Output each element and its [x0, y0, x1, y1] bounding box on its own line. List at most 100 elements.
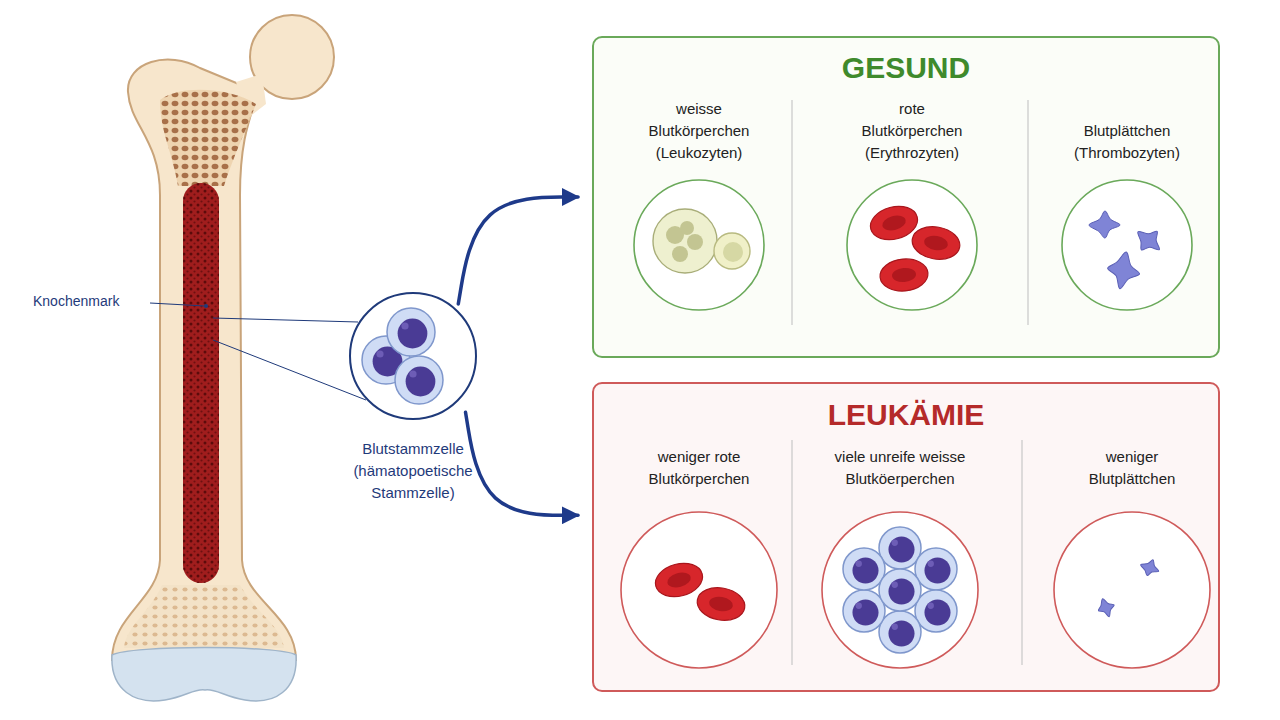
cell-nucleus — [924, 599, 950, 625]
stem-cell-art — [333, 290, 493, 422]
column-text-wrap: weniger Blutplättchen — [1075, 442, 1190, 490]
erythrocyte — [879, 257, 930, 293]
column-text-wrap: rote Blutkörperchen (Erythrozyten) — [847, 94, 977, 164]
blast-cell — [843, 590, 885, 632]
thrombocyte — [1130, 222, 1167, 259]
column-text-wrap: viele unreife weisse Blutköerperchen — [810, 442, 990, 490]
blast-cell — [843, 548, 885, 590]
cell-circle — [1054, 512, 1210, 668]
spongy-bone — [124, 585, 284, 648]
cell-nucleus — [406, 367, 436, 397]
cell-body — [879, 527, 921, 569]
cell-circle — [621, 512, 777, 668]
flow-arrow — [458, 197, 578, 304]
cell-body — [652, 558, 707, 601]
leukocyte-nucleus — [687, 234, 703, 250]
column-text-wrap: Blutplättchen (Thrombozyten) — [1062, 94, 1192, 164]
cell-column: weisse Blutkörperchen (Leukozyten) — [604, 94, 794, 314]
cell-column: weniger Blutplättchen — [1032, 442, 1232, 682]
cell-center — [923, 234, 949, 252]
erythrocyte — [652, 558, 707, 601]
cell-caption: viele unreife weisse Blutköerperchen — [810, 446, 990, 490]
blast-cell — [915, 590, 957, 632]
panel-heading-wrap: GESUND — [594, 50, 1218, 86]
cell-column: Blutplättchen (Thrombozyten) — [1032, 94, 1222, 314]
flow-arrow — [466, 412, 578, 515]
cell-column: weniger rote Blutkörperchen — [599, 442, 799, 682]
cell-caption: Blutplättchen (Thrombozyten) — [1062, 120, 1192, 164]
cell-highlight — [892, 624, 898, 630]
cell-circle-art — [820, 510, 980, 670]
cartilage — [112, 648, 296, 701]
cell-highlight — [892, 540, 898, 546]
cell-highlight — [928, 561, 934, 567]
blast-cell — [879, 569, 921, 611]
cell-highlight — [892, 582, 898, 588]
panel-heading: GESUND — [594, 50, 1218, 86]
leader-dot — [204, 304, 208, 308]
cell-circle — [634, 180, 764, 310]
cell-caption: weniger Blutplättchen — [1075, 446, 1190, 490]
leader-line — [150, 303, 205, 306]
blast-cell — [879, 527, 921, 569]
stem-label-wrap: Blutstammzelle (hämatopoetische Stammzel… — [333, 438, 493, 504]
leukocyte — [653, 209, 717, 273]
cell-circle — [822, 512, 978, 668]
cell-body — [395, 356, 443, 404]
cell-circle-art — [1052, 510, 1212, 670]
erythrocyte — [695, 584, 748, 624]
cell-nucleus — [888, 620, 914, 646]
cell-highlight — [376, 350, 383, 357]
cell-illustration — [843, 527, 957, 653]
cell-body — [843, 548, 885, 590]
cell-body — [879, 257, 930, 293]
cell-nucleus — [888, 578, 914, 604]
cell-body — [843, 590, 885, 632]
cell-nucleus — [852, 599, 878, 625]
part-label: Knochenmark — [33, 293, 119, 309]
stem-cells — [362, 308, 443, 404]
erythrocyte — [910, 223, 963, 263]
marrow-texture — [183, 183, 219, 583]
leukocyte-nucleus — [723, 242, 743, 262]
zoom-line — [213, 318, 358, 322]
cell-body — [910, 223, 963, 263]
cell-illustration — [1095, 556, 1162, 619]
cell-caption: rote Blutkörperchen (Erythrozyten) — [847, 98, 977, 164]
cell-highlight — [856, 561, 862, 567]
stem-cell-label: Blutstammzelle (hämatopoetische Stammzel… — [333, 438, 493, 504]
cell-highlight — [409, 370, 416, 377]
blast-cell — [395, 356, 443, 404]
cell-nucleus — [398, 319, 428, 349]
cell-circle-art — [1060, 178, 1194, 312]
panel-heading-wrap: LEUKÄMIE — [594, 397, 1218, 433]
leukemia-panel: LEUKÄMIE weniger rote Blutkörperchen viele… — [592, 382, 1220, 692]
cell-center — [891, 267, 916, 283]
cell-circle — [847, 180, 977, 310]
healthy-panel: GESUND weisse Blutkörperchen (Leukozyten)… — [592, 36, 1220, 358]
thrombocyte — [1089, 211, 1120, 238]
cell-circle — [1062, 180, 1192, 310]
cell-nucleus — [924, 557, 950, 583]
cell-center — [666, 570, 693, 590]
cell-illustration — [653, 209, 750, 273]
stem-cell-group — [362, 308, 443, 404]
cell-caption: weisse Blutkörperchen (Leukozyten) — [634, 98, 764, 164]
cell-center — [708, 595, 734, 613]
thrombocyte — [1138, 556, 1162, 578]
column-text-wrap: weniger rote Blutkörperchen — [624, 442, 774, 490]
cell-body — [879, 569, 921, 611]
spongy-bone — [160, 90, 256, 186]
cell-illustration — [867, 201, 963, 293]
cell-highlight — [856, 603, 862, 609]
panel-heading: LEUKÄMIE — [594, 397, 1218, 433]
cell-illustration — [1089, 211, 1167, 292]
stem-cell-circle: Blutstammzelle (hämatopoetische Stammzel… — [333, 290, 493, 505]
leukocyte — [714, 233, 750, 269]
blast-cell — [387, 308, 435, 356]
cell-illustration — [652, 558, 748, 624]
column-text-wrap: weisse Blutkörperchen (Leukozyten) — [634, 94, 764, 164]
thrombocyte — [1095, 596, 1117, 620]
cell-body — [695, 584, 748, 624]
